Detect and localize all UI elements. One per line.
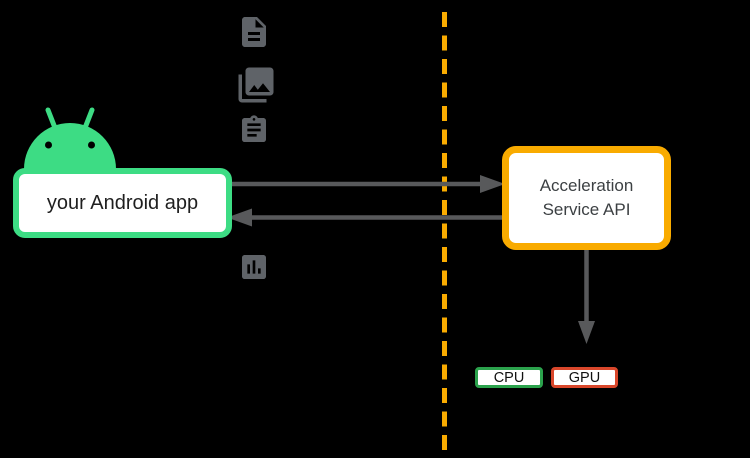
cpu-label: CPU [493, 369, 525, 386]
android-dome [24, 123, 116, 169]
android-eye-left [45, 141, 52, 149]
cpu-chip: CPU [475, 367, 543, 388]
arrow-accel-to-chips [578, 250, 595, 344]
android-eye-right [88, 141, 95, 149]
arrow-app-to-accel [230, 175, 505, 193]
acceleration-service-label: Acceleration Service API [539, 176, 634, 219]
android-app-label: your Android app [46, 191, 199, 214]
clipboard-icon [242, 115, 266, 142]
document-icon [242, 17, 266, 47]
android-app-node: your Android app [13, 168, 232, 238]
arrow-accel-to-app [227, 208, 502, 227]
android-robot-head-icon [24, 107, 116, 169]
gpu-label: GPU [568, 369, 601, 386]
acceleration-service-node: Acceleration Service API [502, 146, 671, 250]
gpu-chip: GPU [551, 367, 618, 388]
photo-library-icon [238, 67, 274, 103]
bar-chart-icon [242, 255, 266, 279]
